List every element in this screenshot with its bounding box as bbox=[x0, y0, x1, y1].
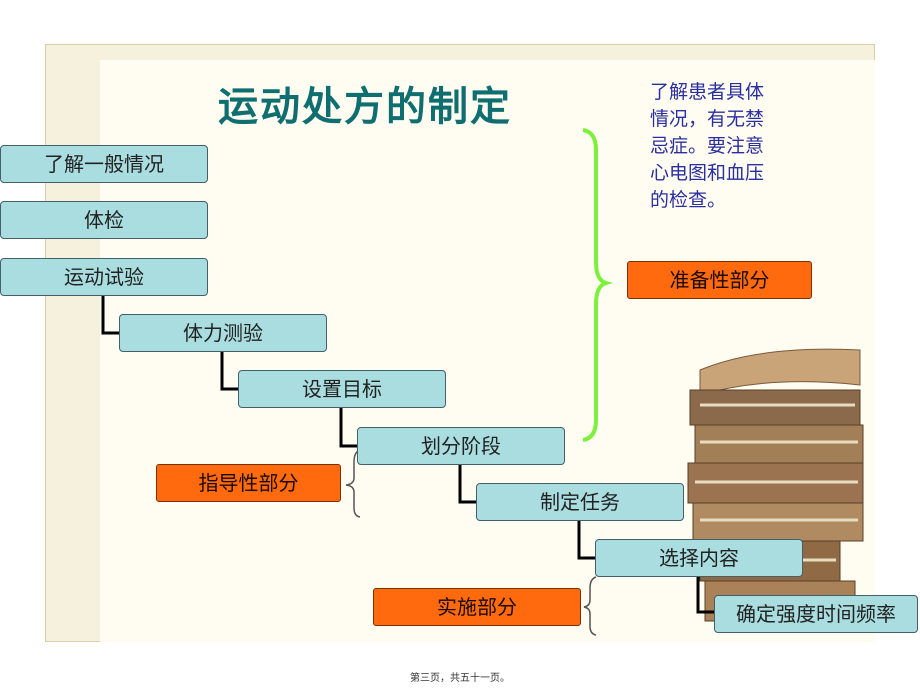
note-text: 了解患者具体 情况，有无禁 忌症。要注意 心电图和血压 的检查。 bbox=[650, 81, 765, 211]
step-box: 选择内容 bbox=[595, 539, 803, 577]
implementation-brace bbox=[583, 576, 597, 636]
page-footer: 第三页，共五十一页。 bbox=[410, 673, 510, 684]
step-box: 了解一般情况 bbox=[0, 145, 208, 183]
step-box: 制定任务 bbox=[476, 483, 684, 521]
step-box: 确定强度时间频率 bbox=[714, 595, 918, 633]
step-box: 体力测验 bbox=[119, 314, 327, 352]
guidance-tag: 指导性部分 bbox=[156, 464, 341, 502]
step-box: 运动试验 bbox=[0, 258, 208, 296]
implementation-tag: 实施部分 bbox=[373, 588, 581, 626]
page-title: 运动处方的制定 bbox=[218, 84, 512, 130]
preparation-tag: 准备性部分 bbox=[627, 261, 812, 299]
book-stack-icon bbox=[687, 348, 864, 622]
step-box: 划分阶段 bbox=[357, 427, 565, 465]
staircase-connectors bbox=[101, 296, 715, 614]
step-box: 体检 bbox=[0, 201, 208, 239]
guidance-brace bbox=[345, 449, 361, 518]
step-box: 设置目标 bbox=[238, 370, 446, 408]
preparation-brace bbox=[582, 128, 613, 442]
